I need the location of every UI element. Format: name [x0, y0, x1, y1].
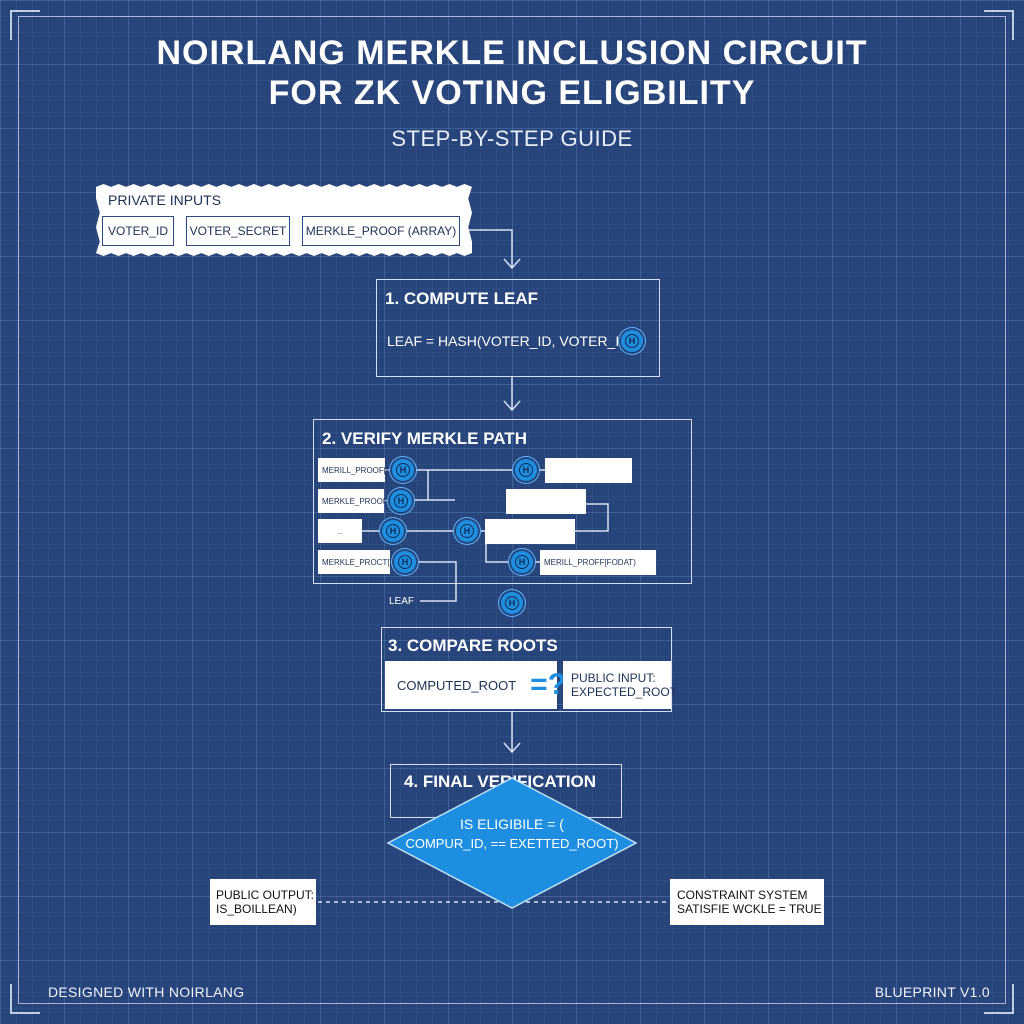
proof-label-3: MERKLE_PROCT[D)	[318, 550, 398, 574]
step-compute-leaf-box: 1. COMPUTE LEAF LEAF = HASH(VOTER_ID, VO…	[376, 279, 660, 377]
public-output-label: PUBLIC OUTPUT:	[216, 888, 315, 902]
private-inputs-card: PRIVATE INPUTS VOTER_ID VOTER_SECRET MER…	[96, 184, 472, 256]
constraint-label: CONSTRAINT SYSTEM	[677, 888, 808, 902]
verification-line-2: COMPUR_ID, == EXETTED_ROOT)	[405, 836, 619, 851]
footer-left: DESIGNED WITH NOIRLANG	[48, 984, 245, 1000]
tree-node-empty	[485, 519, 575, 544]
step-verify-path-box: 2. VERIFY MERKLE PATH	[313, 419, 692, 584]
page-title-line-2: FOR ZK VOTING ELIGBILITY	[268, 74, 756, 112]
computed-root-label: COMPUTED_ROOT	[397, 677, 517, 693]
blueprint-frame	[18, 16, 1006, 1004]
verification-line-1: IS ELIGIBILE = (	[460, 816, 564, 832]
leaf-formula: LEAF = HASH(VOTER_ID, VOTER_ID)	[387, 333, 634, 349]
proof-label-0: MERILL_PROOF[D	[318, 458, 392, 482]
leaf-label: LEAF	[389, 596, 415, 607]
computed-root-box: COMPUTED_ROOT =?	[385, 661, 566, 709]
expected-root-box: PUBLIC INPUT: EXPECTED_ROOT	[563, 661, 677, 709]
hash-icon: H	[511, 551, 533, 573]
page-title-line-1: NOIRLANG MERKLE INCLUSION CIRCUIT	[156, 34, 868, 72]
hash-icon: H	[392, 459, 414, 481]
footer-right: BLUEPRINT V1.0	[874, 984, 990, 1000]
compare-operator: =?	[530, 668, 567, 701]
page-subtitle: STEP-BY-STEP GUIDE	[391, 126, 633, 151]
constraint-box: CONSTRAINT SYSTEM SATISFIE WCKLE = TRUE	[670, 879, 824, 925]
tree-node-empty	[506, 489, 586, 514]
corner-mark-bottom-left	[10, 984, 40, 1014]
public-input-label: PUBLIC INPUT:	[571, 671, 656, 685]
proof-label-right: MERILL_PROFF[FODAT)	[540, 550, 656, 575]
hash-icon: H	[456, 520, 478, 542]
step-4-title: 4. FINAL VERIFICATION	[404, 772, 597, 791]
step-2-title: 2. VERIFY MERKLE PATH	[322, 429, 527, 448]
hash-icon: H	[390, 490, 412, 512]
step-final-verification-box: 4. FINAL VERIFICATION	[390, 764, 622, 818]
step-compare-roots-box: 3. COMPARE ROOTS	[381, 627, 672, 712]
hash-icon: H	[394, 551, 416, 573]
expected-root-label: EXPECTED_ROOT	[571, 685, 678, 699]
constraint-value: SATISFIE WCKLE = TRUE	[677, 902, 822, 916]
corner-mark-top-right	[984, 10, 1014, 40]
public-output-value: IS_BOILLEAN)	[216, 902, 297, 916]
private-inputs-label: PRIVATE INPUTS	[108, 192, 222, 208]
input-chip-voter-id: VOTER_ID	[102, 216, 174, 246]
step-1-title: 1. COMPUTE LEAF	[385, 289, 539, 308]
corner-mark-top-left	[10, 10, 40, 40]
proof-label-1: MERKLE_PROOF[1)	[318, 489, 397, 513]
tree-node-empty	[545, 458, 632, 483]
step-3-title: 3. COMPARE ROOTS	[388, 636, 558, 655]
hash-icon: H	[382, 520, 404, 542]
public-output-box: PUBLIC OUTPUT: IS_BOILLEAN)	[210, 879, 316, 925]
hash-icon: H	[501, 592, 523, 614]
proof-label-ellipsis: ..	[318, 519, 362, 543]
corner-mark-bottom-right	[984, 984, 1014, 1014]
input-chip-merkle-proof: MERKLE_PROOF (ARRAY)	[302, 216, 460, 246]
hash-icon: H	[621, 330, 643, 352]
input-chip-voter-secret: VOTER_SECRET	[186, 216, 290, 246]
hash-icon: H	[515, 459, 537, 481]
